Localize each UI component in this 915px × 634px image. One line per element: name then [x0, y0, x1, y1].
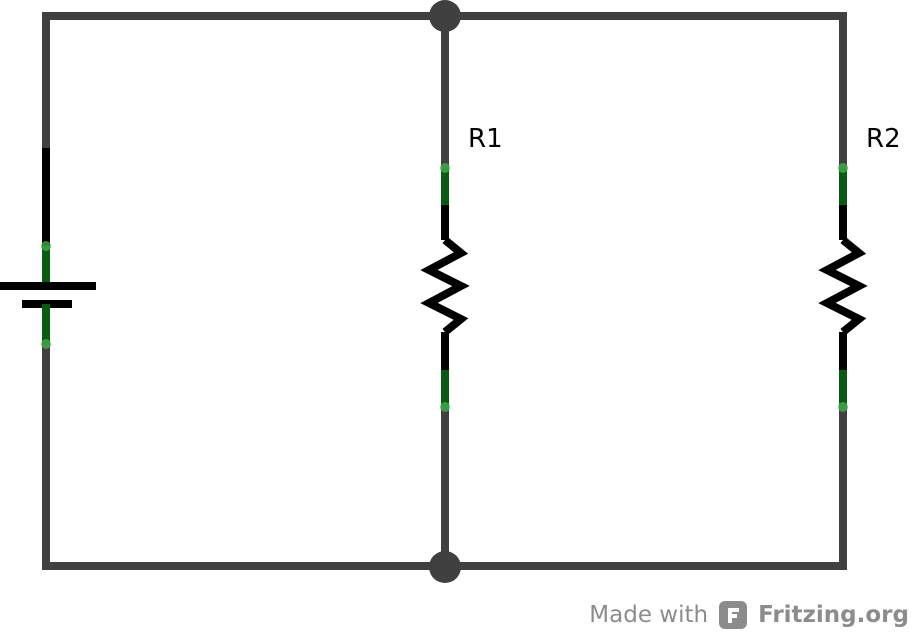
- resistor-r1: R1: [420, 124, 503, 412]
- r2-label: R2: [866, 124, 901, 154]
- wire-top-left: [42, 12, 449, 152]
- junction-top: [429, 0, 461, 32]
- r1-label: R1: [468, 124, 503, 154]
- fritzing-credit: Made with Fritzing.org: [589, 596, 909, 634]
- credit-brand[interactable]: Fritzing.org: [758, 602, 909, 628]
- fritzing-logo-icon: [719, 601, 748, 629]
- wires: [42, 12, 847, 570]
- wire-top-right: [441, 12, 847, 172]
- resistor-r2: R2: [818, 124, 901, 412]
- credit-prefix: Made with: [589, 602, 709, 628]
- junction-bottom: [429, 551, 461, 583]
- battery-icon: [0, 148, 96, 349]
- wire-bottom-left: [42, 340, 449, 570]
- wire-bottom-right: [441, 403, 847, 570]
